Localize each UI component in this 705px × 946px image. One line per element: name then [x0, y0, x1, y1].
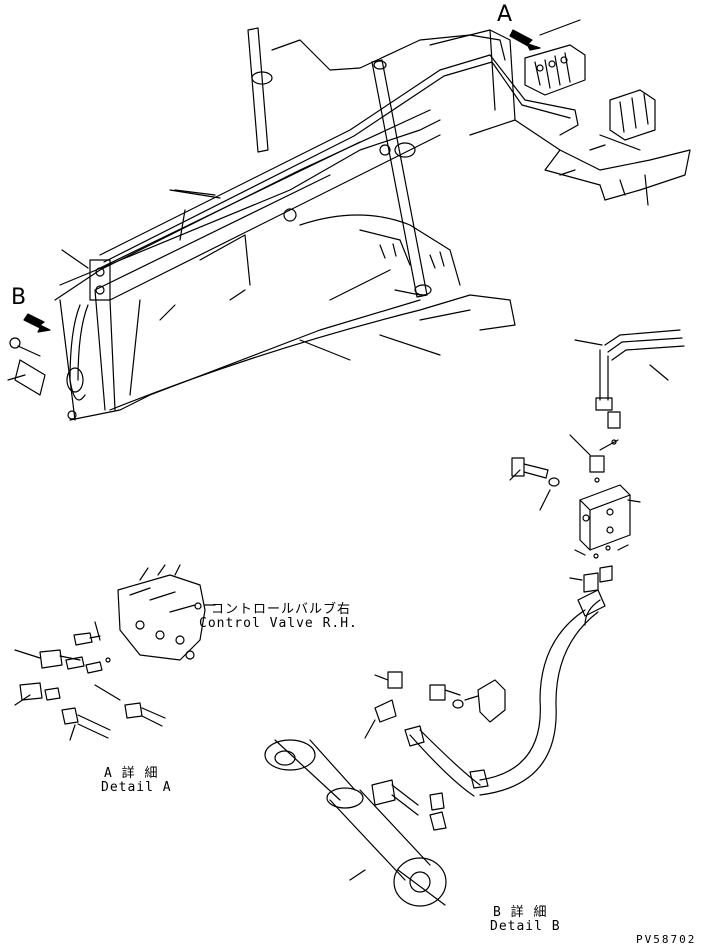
- main-assembly: [7, 19, 691, 421]
- callout-en: Control Valve R.H.: [199, 616, 358, 631]
- control-valve-top: [524, 44, 586, 96]
- detail-b-en: Detail B: [490, 919, 561, 934]
- detail-a-en: Detail A: [101, 780, 172, 795]
- drawing-number: PV58702: [636, 933, 697, 946]
- hydraulic-cylinder: [264, 739, 447, 907]
- control-valve-secondary: [609, 89, 656, 141]
- detail-a-assembly: [14, 564, 216, 741]
- detail-b-jp: B 詳 細: [493, 905, 548, 920]
- callout-jp: コントロールバルブ右: [211, 602, 352, 617]
- view-marker-b: B: [11, 285, 27, 310]
- detail-a-jp: A 詳 細: [104, 766, 159, 781]
- view-marker-a: A: [497, 2, 513, 27]
- detail-b-assembly: [264, 329, 685, 907]
